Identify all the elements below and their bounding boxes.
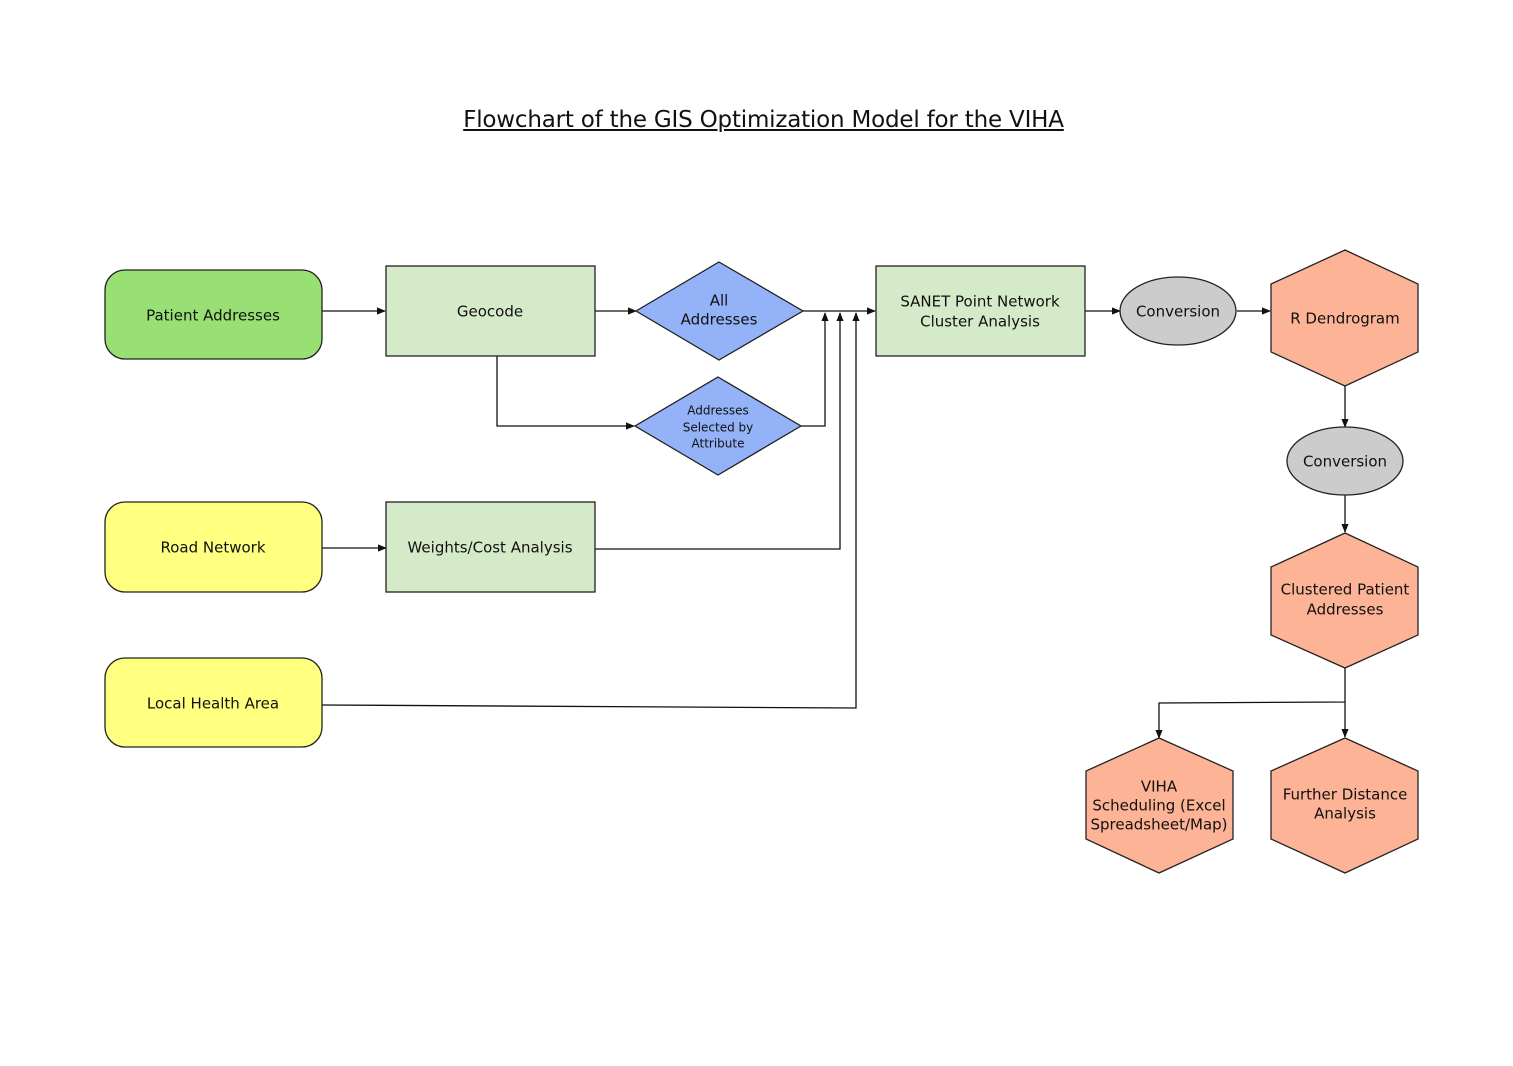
node-label: Spreadsheet/Map) (1090, 816, 1227, 834)
node-label: Geocode (457, 303, 523, 321)
node-label: Addresses (1307, 601, 1384, 619)
node-weights-cost-analysis[interactable]: Weights/Cost Analysis (385, 501, 596, 593)
node-shape (875, 265, 1086, 357)
edge-clustered-to-viha-scheduling (1155, 668, 1346, 739)
node-shape (104, 501, 323, 593)
node-label: Selected by (683, 421, 754, 435)
node-shape (1270, 532, 1419, 669)
node-all-addresses[interactable]: All Addresses (634, 261, 805, 361)
node-r-dendrogram[interactable]: R Dendrogram (1270, 249, 1419, 387)
edges (321, 307, 1349, 739)
node-further-distance-analysis[interactable]: Further Distance Analysis (1270, 737, 1419, 874)
node-label: VIHA (1141, 778, 1178, 796)
node-label: Road Network (160, 539, 265, 557)
node-sanet-cluster-analysis[interactable]: SANET Point Network Cluster Analysis (875, 265, 1086, 357)
node-shape (1119, 276, 1237, 346)
node-conversion-1[interactable]: Conversion (1119, 276, 1237, 346)
node-label: Conversion (1303, 453, 1387, 471)
node-label: Weights/Cost Analysis (407, 539, 572, 557)
node-label: Addresses (681, 311, 758, 329)
node-label: Clustered Patient (1281, 581, 1410, 599)
node-shape (1270, 737, 1419, 874)
edge-local-health-area-to-sanet (321, 312, 860, 709)
node-shape (385, 501, 596, 593)
node-conversion-2[interactable]: Conversion (1286, 426, 1404, 496)
node-shape (1085, 737, 1234, 874)
node-label: All (710, 292, 729, 310)
node-shape (634, 261, 805, 361)
node-clustered-patient-addresses[interactable]: Clustered Patient Addresses (1270, 532, 1419, 669)
node-shape (104, 657, 323, 748)
node-label: Attribute (692, 437, 745, 451)
node-shape (385, 265, 596, 357)
node-label: Addresses (687, 404, 748, 418)
node-shape (1270, 249, 1419, 387)
diagram-title: Flowchart of the GIS Optimization Model … (463, 107, 1064, 133)
node-label: Analysis (1314, 805, 1376, 823)
node-road-network[interactable]: Road Network (104, 501, 323, 593)
node-shape (104, 269, 323, 360)
node-patient-addresses[interactable]: Patient Addresses (104, 269, 323, 360)
node-geocode[interactable]: Geocode (385, 265, 596, 357)
node-local-health-area[interactable]: Local Health Area (104, 657, 323, 748)
node-label: R Dendrogram (1290, 310, 1400, 328)
node-label: Patient Addresses (146, 307, 280, 325)
node-viha-scheduling[interactable]: VIHA Scheduling (Excel Spreadsheet/Map) (1085, 737, 1234, 874)
edge-addresses-selected-to-sanet (801, 312, 829, 427)
node-label: Further Distance (1283, 786, 1408, 804)
node-label: Local Health Area (147, 695, 279, 713)
node-label: Scheduling (Excel (1092, 797, 1225, 815)
node-label: SANET Point Network (900, 293, 1060, 311)
node-label: Conversion (1136, 303, 1220, 321)
node-addresses-selected-by-attribute[interactable]: Addresses Selected by Attribute (633, 376, 803, 476)
node-shape (633, 376, 803, 476)
node-shape (1286, 426, 1404, 496)
node-label: Cluster Analysis (920, 313, 1040, 331)
edge-geocode-to-addresses-selected (496, 356, 635, 430)
edge-weights-to-sanet (595, 312, 844, 550)
